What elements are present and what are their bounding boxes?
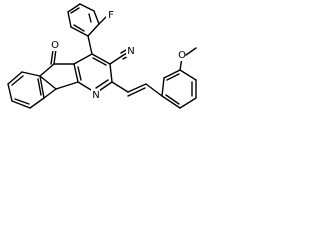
nitrile-nitrogen-label: N <box>127 46 134 57</box>
molecule-canvas: F N O N O <box>0 0 200 127</box>
cyclopentanone-ring <box>39 48 79 90</box>
fluorophenyl-ring <box>67 3 108 55</box>
ketone-oxygen-label: O <box>51 40 59 51</box>
methoxy-oxygen-label: O <box>178 50 186 61</box>
nitrile-group <box>109 49 129 65</box>
methoxyphenyl-ring <box>161 57 197 109</box>
pyridine-nitrogen-label: N <box>92 90 99 101</box>
fluorine-label: F <box>108 10 114 21</box>
molecule-structure: F N O N O <box>7 3 197 109</box>
indene-benzene-ring <box>7 71 57 109</box>
atom-labels: F N O N O <box>50 9 197 101</box>
pyridine-ring <box>73 53 113 94</box>
vinyl-linker <box>111 81 163 97</box>
